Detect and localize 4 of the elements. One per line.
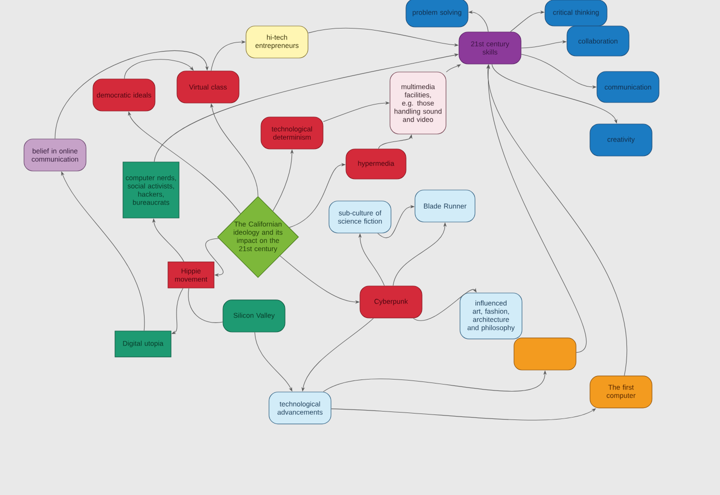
- rounded-box: [514, 338, 576, 370]
- arrow: [54, 50, 209, 139]
- arrow: [205, 238, 224, 277]
- connector-line: [188, 288, 223, 323]
